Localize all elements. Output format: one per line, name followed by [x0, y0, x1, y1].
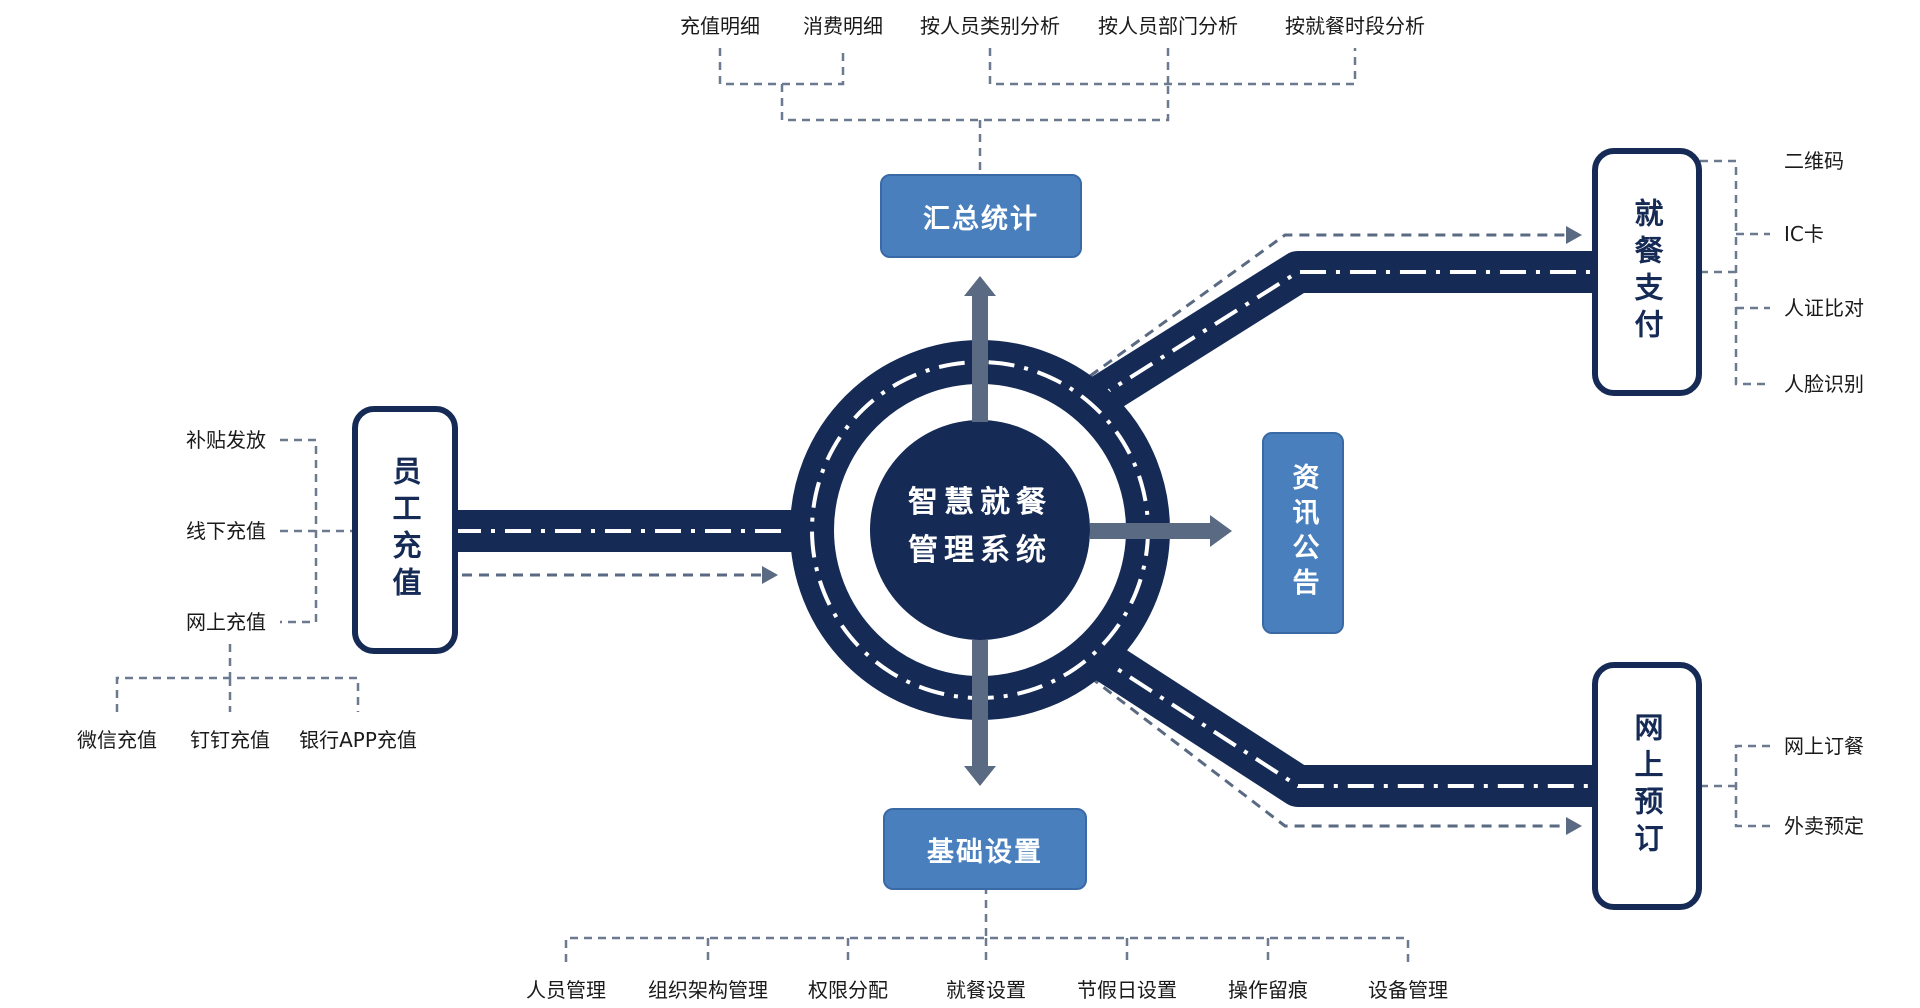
top-item-by-category: 按人员类别分析 — [920, 14, 1060, 38]
connector-order-1 — [1734, 744, 1770, 828]
arrow-right-shaft — [1090, 523, 1210, 539]
left-item-offline-recharge: 线下充值 — [186, 519, 266, 543]
left-sub-bank-app: 银行APP充值 — [299, 728, 417, 752]
pay-item-id-verify: 人证比对 — [1784, 296, 1864, 320]
center-title-line1: 智慧就餐 — [908, 485, 1052, 520]
bottom-item-holiday: 节假日设置 — [1077, 978, 1177, 1002]
left-sub-wechat: 微信充值 — [77, 728, 157, 752]
news-announcement-label: 资讯公告 — [1287, 463, 1319, 603]
connector-left-4 — [115, 676, 360, 712]
left-item-subsidy: 补贴发放 — [186, 428, 266, 452]
top-item-by-department: 按人员部门分析 — [1098, 14, 1238, 38]
bottom-item-personnel: 人员管理 — [526, 978, 606, 1002]
arrow-up-shaft — [972, 292, 988, 422]
flow-arrow-order — [1089, 675, 1568, 828]
left-item-online-recharge: 网上充值 — [186, 610, 266, 634]
pay-item-qrcode: 二维码 — [1784, 149, 1844, 173]
center-hub — [870, 420, 1090, 640]
flow-arrow-payment — [1089, 233, 1568, 378]
online-order-box[interactable]: 网上预订 — [1592, 662, 1702, 910]
top-item-recharge-detail: 充值明细 — [680, 14, 760, 38]
summary-stats-box[interactable]: 汇总统计 — [880, 174, 1082, 258]
dining-payment-label: 就餐支付 — [1630, 198, 1664, 346]
bottom-item-org: 组织架构管理 — [648, 978, 768, 1002]
connector-top-1 — [718, 48, 845, 86]
staff-recharge-box[interactable]: 员工充值 — [352, 406, 458, 654]
arrow-down-head — [964, 766, 996, 786]
bottom-item-device: 设备管理 — [1368, 978, 1448, 1002]
bottom-item-audit-trail: 操作留痕 — [1228, 978, 1308, 1002]
pay-item-face-recognition: 人脸识别 — [1784, 372, 1864, 396]
dining-payment-box[interactable]: 就餐支付 — [1592, 148, 1702, 396]
arrow-up-head — [964, 276, 996, 296]
bottom-item-dining-settings: 就餐设置 — [946, 978, 1026, 1002]
online-order-label: 网上预订 — [1630, 712, 1664, 860]
connector-top-2 — [988, 48, 1357, 86]
top-item-consume-detail: 消费明细 — [803, 14, 883, 38]
order-item-online-meal: 网上订餐 — [1784, 734, 1864, 758]
road-payment — [1076, 251, 1595, 422]
left-sub-dingtalk: 钉钉充值 — [190, 728, 270, 752]
pay-item-ic-card: IC卡 — [1784, 222, 1824, 246]
arrowhead-order — [1566, 817, 1582, 835]
arrow-down-shaft — [972, 640, 988, 770]
center-title: 智慧就餐 管理系统 — [870, 479, 1090, 575]
staff-recharge-label: 员工充值 — [388, 456, 422, 604]
news-announcement-box[interactable]: 资讯公告 — [1262, 432, 1344, 634]
basic-settings-box[interactable]: 基础设置 — [883, 808, 1087, 890]
connector-bottom-3 — [706, 938, 1270, 962]
connector-pay-2 — [1736, 232, 1770, 310]
order-item-takeout: 外卖预定 — [1784, 814, 1864, 838]
arrow-right-head — [1210, 515, 1232, 547]
road-order — [1076, 632, 1595, 807]
center-title-line2: 管理系统 — [908, 533, 1052, 568]
bottom-item-permission: 权限分配 — [808, 978, 888, 1002]
arrowhead-payment — [1566, 226, 1582, 244]
connector-top-4 — [780, 84, 1170, 122]
top-item-by-period: 按就餐时段分析 — [1285, 14, 1425, 38]
arrowhead-left — [762, 566, 778, 584]
